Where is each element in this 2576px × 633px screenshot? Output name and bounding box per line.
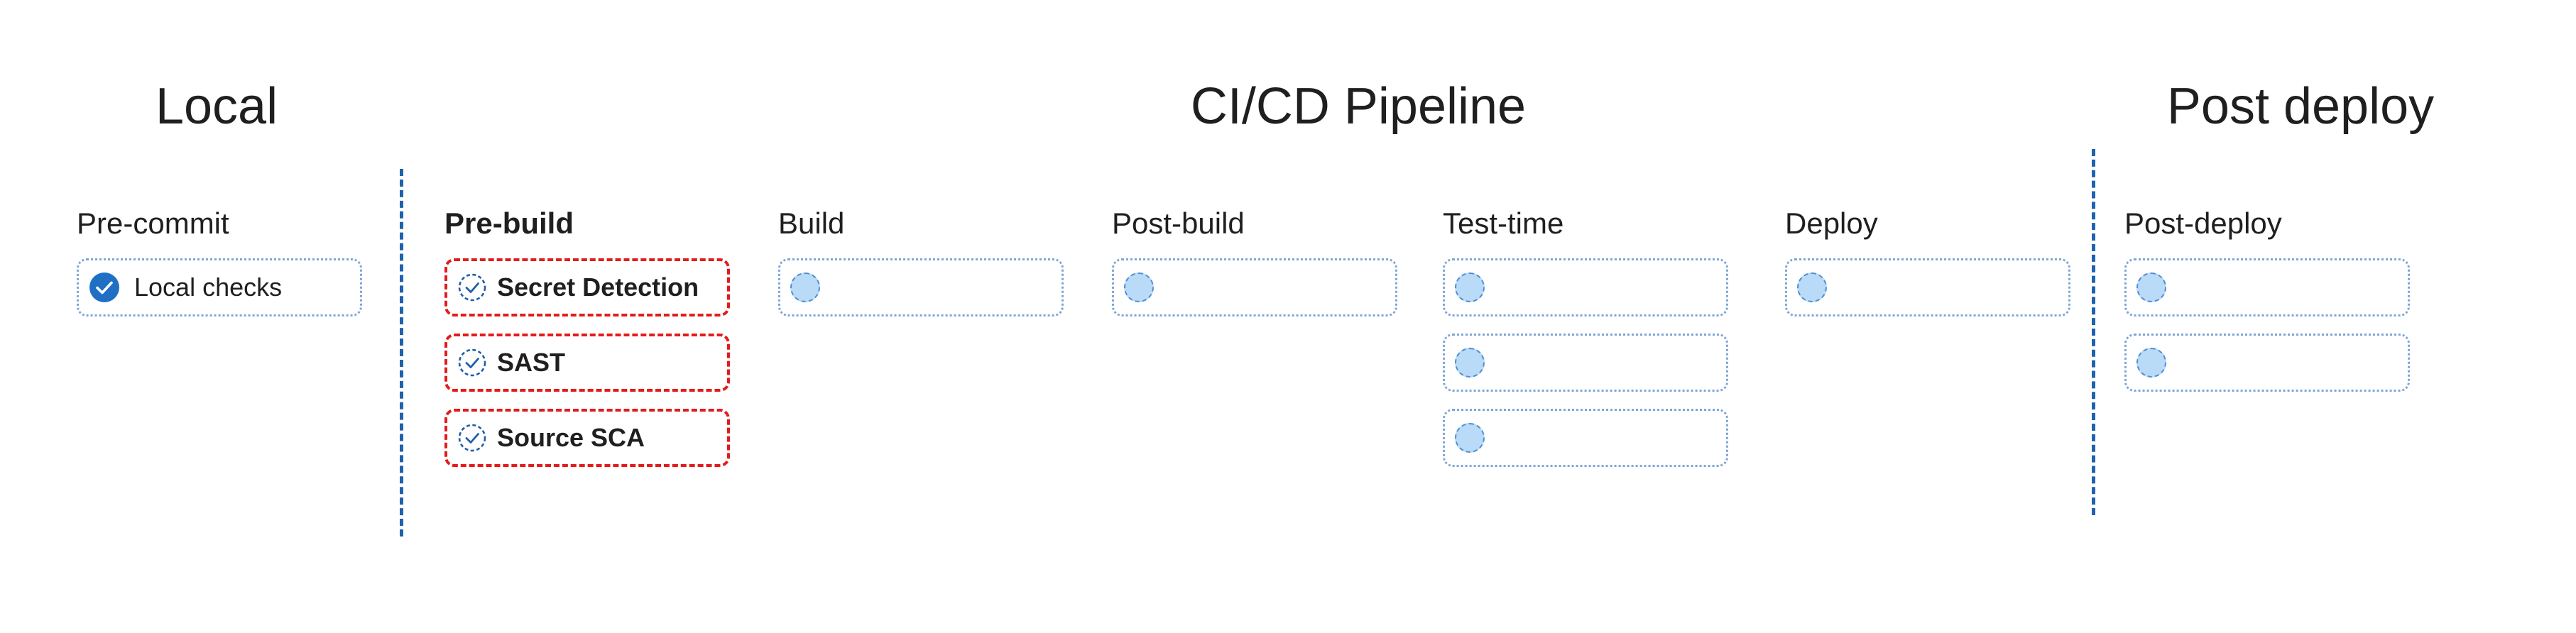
card-secret-detection[interactable]: Secret Detection [444,258,730,316]
stage-label-deploy: Deploy [1785,207,1878,240]
section-title-post-deploy: Post deploy [2166,78,2435,135]
placeholder-circle-icon [2136,348,2166,378]
card-post-build-placeholder[interactable] [1112,258,1397,316]
stage-pre-commit: Pre-commit Local checks [77,0,362,316]
stage-test-time: Test-time [1443,0,1728,467]
dashed-check-circle-icon [458,348,486,377]
card-test-time-placeholder[interactable] [1443,409,1728,467]
placeholder-circle-icon [1797,273,1827,302]
stage-pre-build: Pre-build Secret Detection SAST Source S… [444,0,730,467]
placeholder-circle-icon [1455,273,1485,302]
stage-label-post-deploy: Post-deploy [2124,207,2282,240]
card-source-sca[interactable]: Source SCA [444,409,730,467]
card-deploy-placeholder[interactable] [1785,258,2070,316]
section-title-cicd-pipeline: CI/CD Pipeline [1190,78,1527,135]
stage-label-build: Build [778,207,845,240]
dashed-check-circle-icon [458,424,486,452]
dashed-check-circle-icon [458,273,486,302]
placeholder-circle-icon [1455,423,1485,453]
placeholder-circle-icon [1455,348,1485,378]
card-post-deploy-placeholder[interactable] [2124,334,2410,392]
card-test-time-placeholder[interactable] [1443,334,1728,392]
check-circle-icon [89,273,119,302]
card-label: Secret Detection [497,273,699,302]
card-post-deploy-placeholder[interactable] [2124,258,2410,316]
stage-post-build: Post-build [1112,0,1397,316]
divider-local-cicd [400,169,403,536]
card-label: Source SCA [497,423,645,452]
card-sast[interactable]: SAST [444,334,730,392]
section-title-local: Local [155,78,278,135]
stage-label-test-time: Test-time [1443,207,1564,240]
stage-post-deploy: Post-deploy [2124,0,2410,392]
divider-cicd-post-deploy [2092,149,2095,515]
placeholder-circle-icon [790,273,820,302]
card-test-time-placeholder[interactable] [1443,258,1728,316]
stage-deploy: Deploy [1785,0,2070,316]
placeholder-circle-icon [2136,273,2166,302]
stage-label-post-build: Post-build [1112,207,1245,240]
stage-build: Build [778,0,1064,316]
stage-label-pre-commit: Pre-commit [77,207,229,240]
card-label: Local checks [134,273,283,302]
placeholder-circle-icon [1124,273,1154,302]
card-label: SAST [497,348,566,377]
card-build-placeholder[interactable] [778,258,1064,316]
stage-label-pre-build: Pre-build [444,207,574,240]
card-local-checks[interactable]: Local checks [77,258,362,316]
